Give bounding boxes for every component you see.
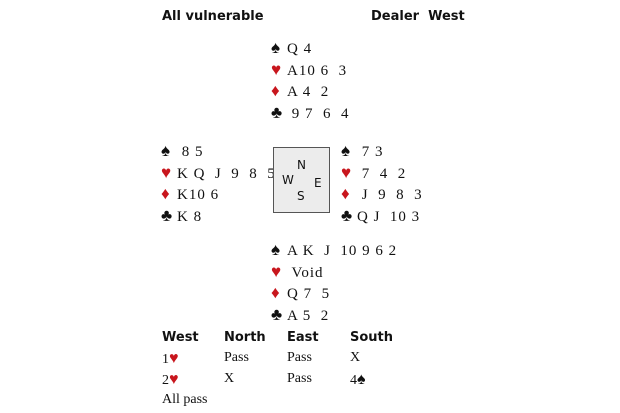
auction-final: All pass	[162, 392, 208, 407]
heart-icon: ♥	[271, 261, 283, 281]
auction-header-west: West	[162, 330, 199, 345]
west-hearts: K Q J 9 8 5	[177, 165, 276, 182]
compass-north: N	[297, 158, 306, 172]
north-clubs: 9 7 6 4	[287, 105, 350, 122]
north-spades: Q 4	[287, 41, 313, 57]
south-clubs: A 5 2	[287, 307, 330, 324]
west-diamonds: K10 6	[177, 187, 220, 203]
south-hearts: Void	[287, 264, 324, 281]
auction-header-north: North	[224, 330, 266, 345]
auction-header-south: South	[350, 330, 394, 345]
east-spades: 7 3	[357, 144, 384, 160]
west-hand: ♠ 8 5 ♥K Q J 9 8 5 ♦ K10 6 ♣K 8	[161, 141, 276, 227]
compass-east: E	[314, 176, 322, 190]
diamond-icon: ♦	[341, 184, 351, 203]
heart-icon: ♥	[271, 59, 283, 79]
heart-icon: ♥	[169, 350, 179, 367]
diamond-icon: ♦	[271, 81, 281, 100]
dealer-label: Dealer West	[371, 9, 465, 24]
diamond-icon: ♦	[161, 184, 171, 203]
auction-bid: Pass	[287, 371, 312, 386]
auction-bid: Pass	[224, 350, 249, 365]
east-diamonds: J 9 8 3	[357, 187, 423, 203]
north-diamonds: A 4 2	[287, 84, 330, 100]
north-hand: ♠ Q 4 ♥A10 6 3 ♦ A 4 2 ♣ 9 7 6 4	[271, 38, 350, 124]
bid-level: 4	[350, 373, 357, 388]
auction-bid: Pass	[287, 350, 312, 365]
auction-bid: 1♥	[162, 350, 179, 368]
compass-box: N W E S	[273, 147, 330, 213]
bid-level: 2	[162, 373, 169, 388]
vulnerability-label: All vulnerable	[162, 9, 264, 24]
auction-bid: X	[224, 371, 235, 386]
spade-icon: ♠	[161, 141, 172, 160]
compass-south: S	[297, 189, 305, 203]
club-icon: ♣	[271, 102, 284, 122]
bid-level: 1	[162, 352, 169, 367]
auction-header-east: East	[287, 330, 319, 345]
compass-west: W	[282, 173, 294, 187]
spade-icon: ♠	[341, 141, 352, 160]
auction-bid: 2♥	[162, 371, 179, 389]
south-spades: A K J 10 9 6 2	[287, 243, 398, 259]
east-hand: ♠ 7 3 ♥ 7 4 2 ♦ J 9 8 3 ♣Q J 10 3	[341, 141, 423, 227]
club-icon: ♣	[161, 205, 174, 225]
west-clubs: K 8	[177, 208, 203, 225]
south-diamonds: Q 7 5	[287, 286, 331, 302]
north-hearts: A10 6 3	[287, 62, 348, 79]
auction-bid: X	[350, 350, 361, 365]
east-clubs: Q J 10 3	[357, 208, 421, 225]
south-hand: ♠ A K J 10 9 6 2 ♥ Void ♦ Q 7 5 ♣A 5 2	[271, 240, 397, 326]
diamond-icon: ♦	[271, 283, 281, 302]
spade-icon: ♠	[271, 38, 282, 57]
auction-bid: 4♠	[350, 371, 366, 389]
heart-icon: ♥	[341, 162, 353, 182]
club-icon: ♣	[341, 205, 354, 225]
east-hearts: 7 4 2	[357, 165, 407, 182]
spade-icon: ♠	[357, 371, 366, 388]
club-icon: ♣	[271, 304, 284, 324]
spade-icon: ♠	[271, 240, 282, 259]
heart-icon: ♥	[169, 371, 179, 388]
heart-icon: ♥	[161, 162, 173, 182]
west-spades: 8 5	[177, 144, 204, 160]
